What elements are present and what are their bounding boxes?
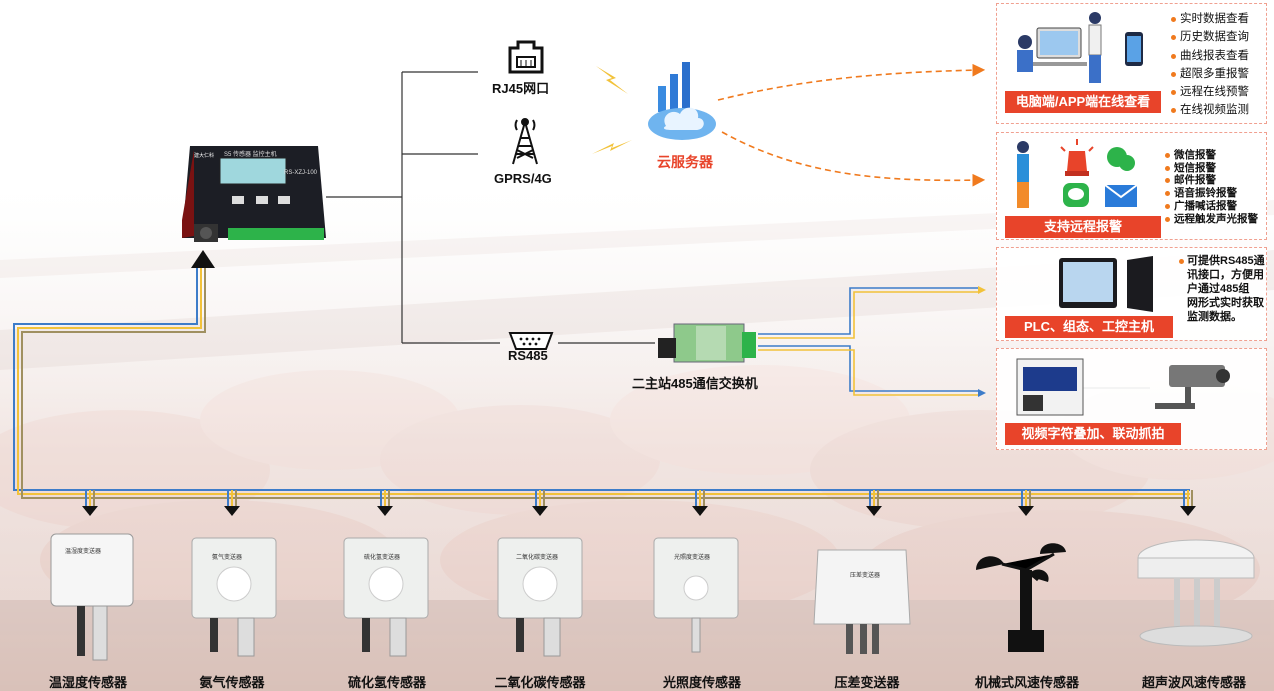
bus-drop-arrow	[532, 506, 548, 516]
serial-port-icon	[508, 332, 554, 350]
siren-icon	[1060, 139, 1094, 176]
bus-drop-arrow	[1018, 506, 1034, 516]
switch-label: 二主站485通信交换机	[632, 376, 758, 391]
video-device-illustration	[1016, 358, 1230, 416]
cell-tower-icon	[512, 118, 538, 165]
alarm-feature-list: 微信报警 短信报警 邮件报警 语音振铃报警 广播喊话报警 远程触发声光报警	[1165, 149, 1258, 225]
sensor-device: 压差变送器	[812, 540, 912, 668]
sensor-device: 光照度变送器	[652, 534, 742, 668]
online-view-banner: 电脑端/APP端在线查看	[1005, 91, 1161, 113]
rj45-label: RJ45网口	[492, 81, 550, 96]
rs485-label: RS485	[508, 348, 548, 363]
sensor-drop-lines	[82, 490, 1196, 516]
wechat-icon	[1107, 147, 1135, 171]
sensor-name: 压差变送器	[834, 675, 900, 690]
device-label: 温湿度变送器	[65, 549, 102, 555]
online-view-panel: 电脑端/APP端在线查看 实时数据查看 历史数据查询 曲线报表查看 超限多重报警…	[996, 3, 1267, 124]
bus-drop-arrow	[224, 506, 240, 516]
plc-banner: PLC、组态、工控主机	[1005, 316, 1173, 338]
bus-drop-arrow	[692, 506, 708, 516]
feature-item: 实时数据查看	[1171, 10, 1249, 28]
plc-description: 可提供RS485通 讯接口，方便用 户通过485组 网形式实时获取 监测数据。	[1179, 255, 1265, 323]
sensor-device: 硫化氢变送器	[342, 534, 432, 668]
cloud-server-icon	[648, 62, 716, 140]
rs485-switch-device	[658, 323, 756, 363]
device-label: 硫化氢变送器	[364, 555, 401, 561]
sensor-device: 二氧化碳变送器	[496, 534, 586, 668]
anemometer-device	[976, 543, 1066, 652]
feature-item: 曲线报表查看	[1171, 47, 1249, 65]
ultrasonic-anemometer-device	[1137, 539, 1255, 647]
camera-icon	[1155, 365, 1230, 409]
feature-item: 超限多重报警	[1171, 65, 1249, 83]
sensor-bus	[13, 262, 1190, 499]
industrial-monitor-illustration	[1059, 256, 1153, 312]
cloud-label: 云服务器	[657, 154, 713, 170]
remote-alarm-panel: 支持远程报警 微信报警 短信报警 邮件报警 语音振铃报警 广播喊话报警 远程触发…	[996, 132, 1267, 240]
device-label: 压差变送器	[850, 573, 881, 579]
feature-item: 语音振铃报警	[1165, 187, 1258, 200]
bus-drop-arrow	[377, 506, 393, 516]
monitoring-host: S5 传感器 监控主机 RS-XZJ-100 建大仁科	[180, 140, 328, 248]
feature-item: 广播喊话报警	[1165, 200, 1258, 213]
sensor-name: 机械式风速传感器	[974, 675, 1080, 690]
pc-app-illustration	[1017, 12, 1143, 83]
feature-item: 远程在线预警	[1171, 83, 1249, 101]
online-feature-list: 实时数据查看 历史数据查询 曲线报表查看 超限多重报警 远程在线预警 在线视频监…	[1171, 10, 1249, 120]
sensor-name: 温湿度传感器	[48, 675, 128, 690]
video-overlay-banner: 视频字符叠加、联动抓拍	[1005, 423, 1181, 445]
bus-drop-arrow	[866, 506, 882, 516]
sensor-name: 氨气传感器	[199, 675, 265, 690]
sensor-name: 光照度传感器	[662, 675, 742, 690]
device-label: 二氧化碳变送器	[516, 555, 559, 561]
sensor-device: 温湿度变送器	[47, 528, 137, 668]
wireless-signal-icons	[592, 66, 632, 154]
sensor-name: 二氧化碳传感器	[494, 675, 586, 690]
bus-drop-arrow	[1180, 506, 1196, 516]
plc-panel: PLC、组态、工控主机 可提供RS485通 讯接口，方便用 户通过485组 网形…	[996, 247, 1267, 341]
feature-item: 历史数据查询	[1171, 28, 1249, 46]
host-brand: 建大仁科	[194, 153, 215, 159]
host-screen-title: S5 传感器 监控主机	[224, 152, 277, 158]
ethernet-port-icon	[508, 40, 544, 74]
alarm-illustration	[1017, 139, 1138, 208]
feature-item: 邮件报警	[1165, 174, 1258, 187]
host-model: RS-XZJ-100	[284, 170, 318, 176]
mail-icon	[1104, 184, 1138, 207]
device-label: 光照度变送器	[674, 555, 711, 561]
sensor-name: 超声波风速传感器	[1141, 675, 1247, 690]
feature-item: 在线视频监测	[1171, 101, 1249, 119]
device-label: 氨气变送器	[212, 555, 243, 561]
rs485-output-bus	[758, 286, 986, 397]
feature-item: 远程触发声光报警	[1165, 213, 1258, 226]
sms-icon	[1063, 183, 1089, 207]
feature-item: 微信报警	[1165, 149, 1258, 162]
sensor-device: 氨气变送器	[190, 534, 280, 668]
gprs-label: GPRS/4G	[494, 171, 552, 186]
feature-item: 短信报警	[1165, 162, 1258, 175]
host-network-tree	[326, 71, 655, 344]
sensor-name: 硫化氢传感器	[347, 675, 427, 690]
remote-alarm-banner: 支持远程报警	[1005, 216, 1161, 238]
video-overlay-panel: 视频字符叠加、联动抓拍	[996, 348, 1267, 450]
bus-drop-arrow	[82, 506, 98, 516]
